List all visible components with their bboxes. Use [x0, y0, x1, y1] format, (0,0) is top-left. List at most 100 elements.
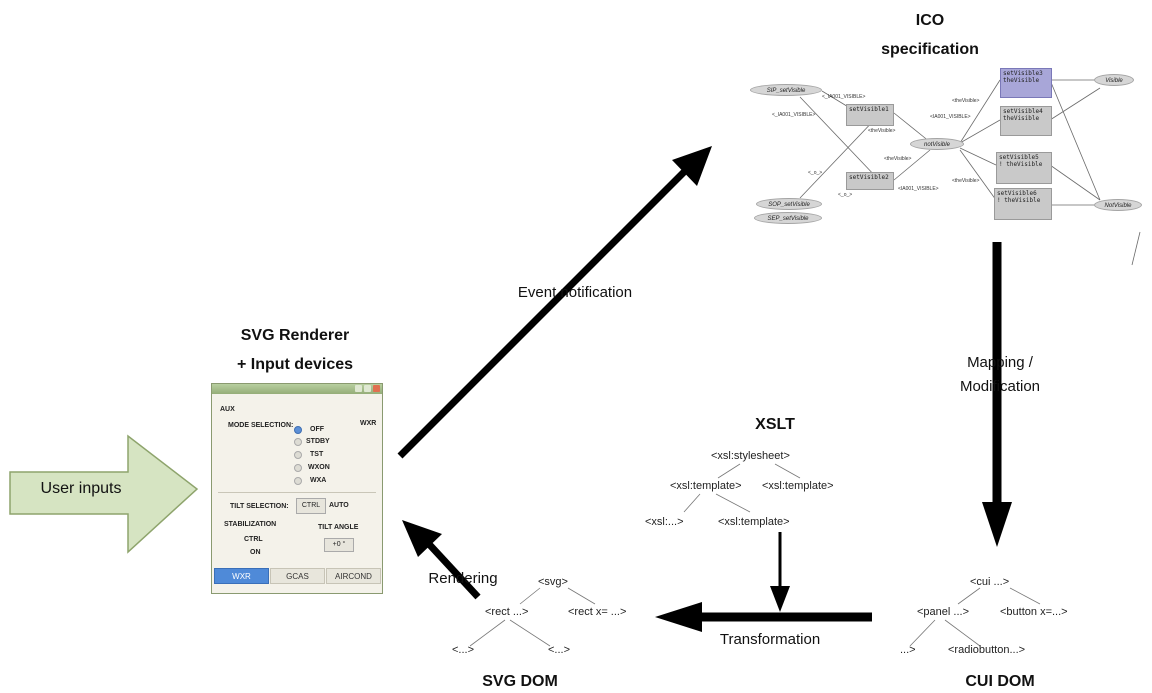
cui-dom-title: CUI DOM — [965, 673, 1035, 690]
transition-setvisible6: setVisible6! theVisible — [994, 188, 1052, 220]
tilt-auto-label[interactable]: AUTO — [329, 502, 349, 509]
mode-radio-stdby[interactable] — [294, 438, 302, 446]
aux-label: AUX — [220, 406, 235, 413]
mapping-label-line2: Modification — [959, 378, 1041, 395]
stabilization-ctrl-label[interactable]: CTRL — [244, 536, 263, 543]
stabilization-on-label[interactable]: ON — [250, 549, 261, 556]
close-icon[interactable] — [373, 385, 380, 392]
user-inputs-arrow — [9, 434, 199, 554]
transformation-arrow-head — [655, 602, 702, 632]
user-inputs-label: User inputs — [40, 480, 122, 497]
arc-label-10: <_o_> — [838, 192, 853, 198]
transition-setvisible3-code: theVisible — [1003, 77, 1040, 84]
svg-tree-root: <svg> — [538, 576, 568, 588]
tilt-ctrl-button[interactable]: CTRL — [296, 498, 326, 514]
minimize-icon[interactable] — [355, 385, 362, 392]
tilt-selection-label: TILT SELECTION: — [230, 503, 289, 510]
mode-radio-tst[interactable] — [294, 451, 302, 459]
transition-setvisible6-code: ! theVisible — [997, 197, 1041, 204]
transition-setvisible3-name: setVisible3 — [1003, 70, 1043, 77]
cui-tree-child-left: <panel ...> — [917, 606, 969, 618]
event-notification-label: Event notification — [517, 284, 633, 301]
mode-radio-wxa[interactable] — [294, 477, 302, 485]
xslt-tree-grandchild-left: <xsl:...> — [645, 516, 684, 528]
renderer-separator — [218, 492, 376, 493]
tab-wxr[interactable]: WXR — [214, 568, 269, 584]
place-notvisible-right: NotVisible — [1094, 199, 1142, 211]
transition-setvisible1: setVisible1 — [846, 104, 894, 126]
arc-label-5: <theVisible> — [952, 98, 980, 104]
arc-label-9: <_o_> — [808, 170, 823, 176]
renderer-title-line1: SVG Renderer — [240, 327, 350, 344]
ico-title-line1: ICO — [915, 12, 945, 29]
wxr-corner-label: WXR — [360, 420, 377, 427]
rendering-arrow-shaft — [425, 540, 481, 600]
xslt-arrow-head — [770, 586, 790, 612]
transition-setvisible1-name: setVisible1 — [849, 106, 889, 113]
mode-radio-off[interactable] — [294, 426, 302, 434]
cui-tree-grandchild-right: <radiobutton...> — [948, 644, 1026, 656]
arc-label-1: <_IA001_VISIBLE> — [822, 94, 866, 100]
svg-tree-grandchild-left: <...> — [452, 644, 475, 656]
mode-label-tst: TST — [310, 451, 324, 458]
mode-radio-wxon[interactable] — [294, 464, 302, 472]
tilt-angle-label: TILT ANGLE — [318, 524, 359, 531]
mode-label-stdby: STDBY — [306, 438, 330, 445]
svg-tree-child-left: <rect ...> — [485, 606, 529, 618]
svg-tree-lines — [469, 587, 596, 647]
transition-setvisible4-code: theVisible — [1003, 115, 1040, 122]
xslt-tree-grandchild-right: <xsl:template> — [718, 516, 790, 528]
renderer-title-line2: + Input devices — [236, 356, 354, 373]
transition-setvisible5: setVisible5! theVisible — [996, 152, 1052, 184]
transformation-label: Transformation — [719, 631, 821, 648]
xslt-tree-child-left: <xsl:template> — [670, 480, 742, 492]
ico-petri-net: SIP_setVisible SOP_setVisible SEP_setVis… — [748, 66, 1142, 226]
cui-tree-child-right: <button x=...> — [1000, 606, 1068, 618]
svg-tree-grandchild-right: <...> — [548, 644, 571, 656]
stabilization-label: STABILIZATION — [224, 521, 277, 528]
xslt-tree-child-right: <xsl:template> — [762, 480, 834, 492]
svg-dom-title: SVG DOM — [482, 673, 558, 690]
cui-tree-grandchild-left: ...> — [900, 644, 916, 656]
xslt-tree-lines — [683, 463, 801, 513]
event-notification-arrow-shaft — [397, 169, 687, 459]
place-sep-setvisible: SEP_setVisible — [754, 212, 822, 224]
renderer-window: AUX MODE SELECTION: WXR OFF STDBY TST WX… — [211, 383, 383, 594]
ico-net-arcs — [799, 79, 1141, 266]
transition-setvisible5-code: ! theVisible — [999, 161, 1043, 168]
event-notification-arrow-head — [672, 146, 712, 186]
place-sip-setvisible: SIP_setVisible — [750, 84, 822, 96]
mapping-arrow-head — [982, 502, 1012, 547]
cui-tree-lines — [909, 587, 1041, 647]
arc-label-6: <theVisible> — [868, 128, 896, 134]
arc-label-7: <theVisible> — [884, 156, 912, 162]
transition-setvisible2: setVisible2 — [846, 172, 894, 190]
rendering-label: Rendering — [428, 570, 498, 587]
tilt-angle-value[interactable]: +0 ° — [324, 538, 354, 552]
mode-label-wxa: WXA — [310, 477, 327, 484]
svg-tree-child-right: <rect x= ...> — [568, 606, 627, 618]
tab-aircond[interactable]: AIRCOND — [326, 568, 381, 584]
transition-setvisible5-name: setVisible5 — [999, 154, 1039, 161]
ico-title-line2: specification — [881, 41, 979, 58]
transition-setvisible2-name: setVisible2 — [849, 174, 889, 181]
transition-setvisible4-name: setVisible4 — [1003, 108, 1043, 115]
mode-label-off: OFF — [310, 426, 324, 433]
arc-label-2: <_IA001_VISIBLE> — [772, 112, 816, 118]
xslt-tree-root: <xsl:stylesheet> — [711, 450, 790, 462]
mode-label-wxon: WXON — [308, 464, 330, 471]
mapping-label-line1: Mapping / — [967, 354, 1033, 371]
transition-setvisible6-name: setVisible6 — [997, 190, 1037, 197]
arc-label-8: <theVisible> — [952, 178, 980, 184]
tab-gcas[interactable]: GCAS — [270, 568, 325, 584]
place-visible: Visible — [1094, 74, 1134, 86]
place-notvisible-center: notVisible — [910, 138, 964, 150]
xslt-title: XSLT — [755, 416, 795, 433]
maximize-icon[interactable] — [364, 385, 371, 392]
place-sop-setvisible: SOP_setVisible — [756, 198, 822, 210]
rendering-arrow-head — [402, 520, 442, 557]
renderer-window-titlebar — [212, 384, 382, 394]
